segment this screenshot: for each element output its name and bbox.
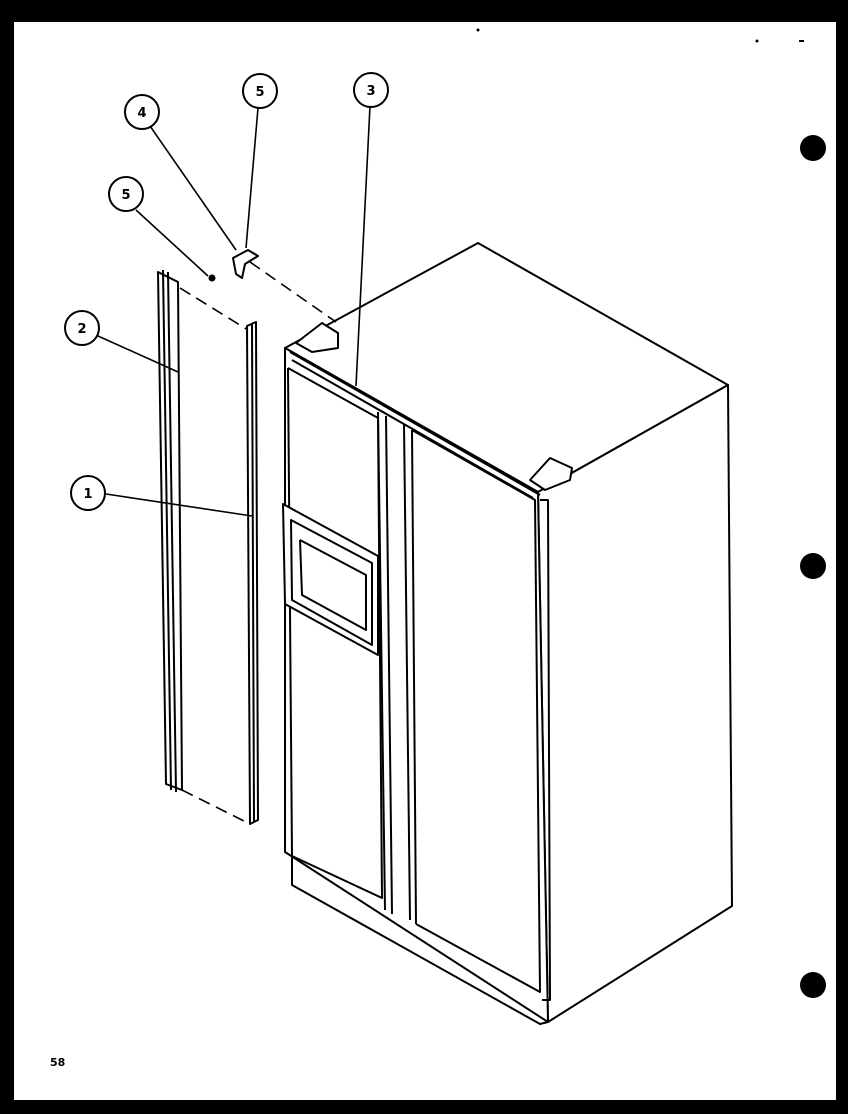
side-trim-line-2 [167,271,177,793]
leader-2 [97,335,179,373]
assembly-line-bottom [181,789,251,825]
kick-plate [291,856,549,1025]
part-5-screw [208,274,216,282]
part-4-bracket [232,249,259,279]
door-gap-2 [385,415,393,915]
callout-4-circle [124,94,160,130]
leader-3 [355,105,371,387]
bracket-body [232,249,259,279]
callout-2-circle [64,310,100,346]
callout-5-lower-label: 5 [121,188,130,203]
freezer-door [287,367,383,899]
side-trim-line-1 [162,269,172,791]
assembly-line-top [179,287,249,331]
dispenser-cavity [299,539,367,631]
scan-speck [799,40,804,42]
door-gap-1 [377,411,386,911]
callout-1-circle [70,475,106,511]
refrigerator-cabinet [282,242,733,1025]
leader-4 [149,125,237,251]
scan-speck [476,28,480,32]
door-gap-3 [403,423,411,921]
leader-5-lower [135,209,209,277]
callout-5-lower-circle [108,176,144,212]
callout-4-label: 4 [137,106,146,121]
fresh-food-door [411,429,541,993]
leader-5-upper [245,107,259,249]
punch-hole-bottom [800,972,826,998]
top-trim-line-1 [289,351,541,496]
part-2-side-trim [157,269,183,793]
page-number: 58 [50,1056,65,1069]
punch-hole-top [800,135,826,161]
door-gap-4 [411,429,417,925]
scan-speck [755,39,759,43]
door-trim-line [251,323,255,823]
part-1-door-trim [246,321,259,825]
door-edge-right [540,499,551,1001]
hinge-right [529,457,573,491]
callout-5-upper-label: 5 [255,85,264,100]
callout-2-label: 2 [77,322,86,337]
callout-3-circle [353,72,389,108]
callout-3-label: 3 [366,84,375,99]
assembly-line-bracket [249,261,337,323]
dispenser-inner [290,519,373,646]
leader-1 [105,493,253,517]
punch-hole-middle [800,553,826,579]
callout-1-label: 1 [83,487,92,502]
hinge-left [295,322,339,353]
callout-5-upper-circle [242,73,278,109]
